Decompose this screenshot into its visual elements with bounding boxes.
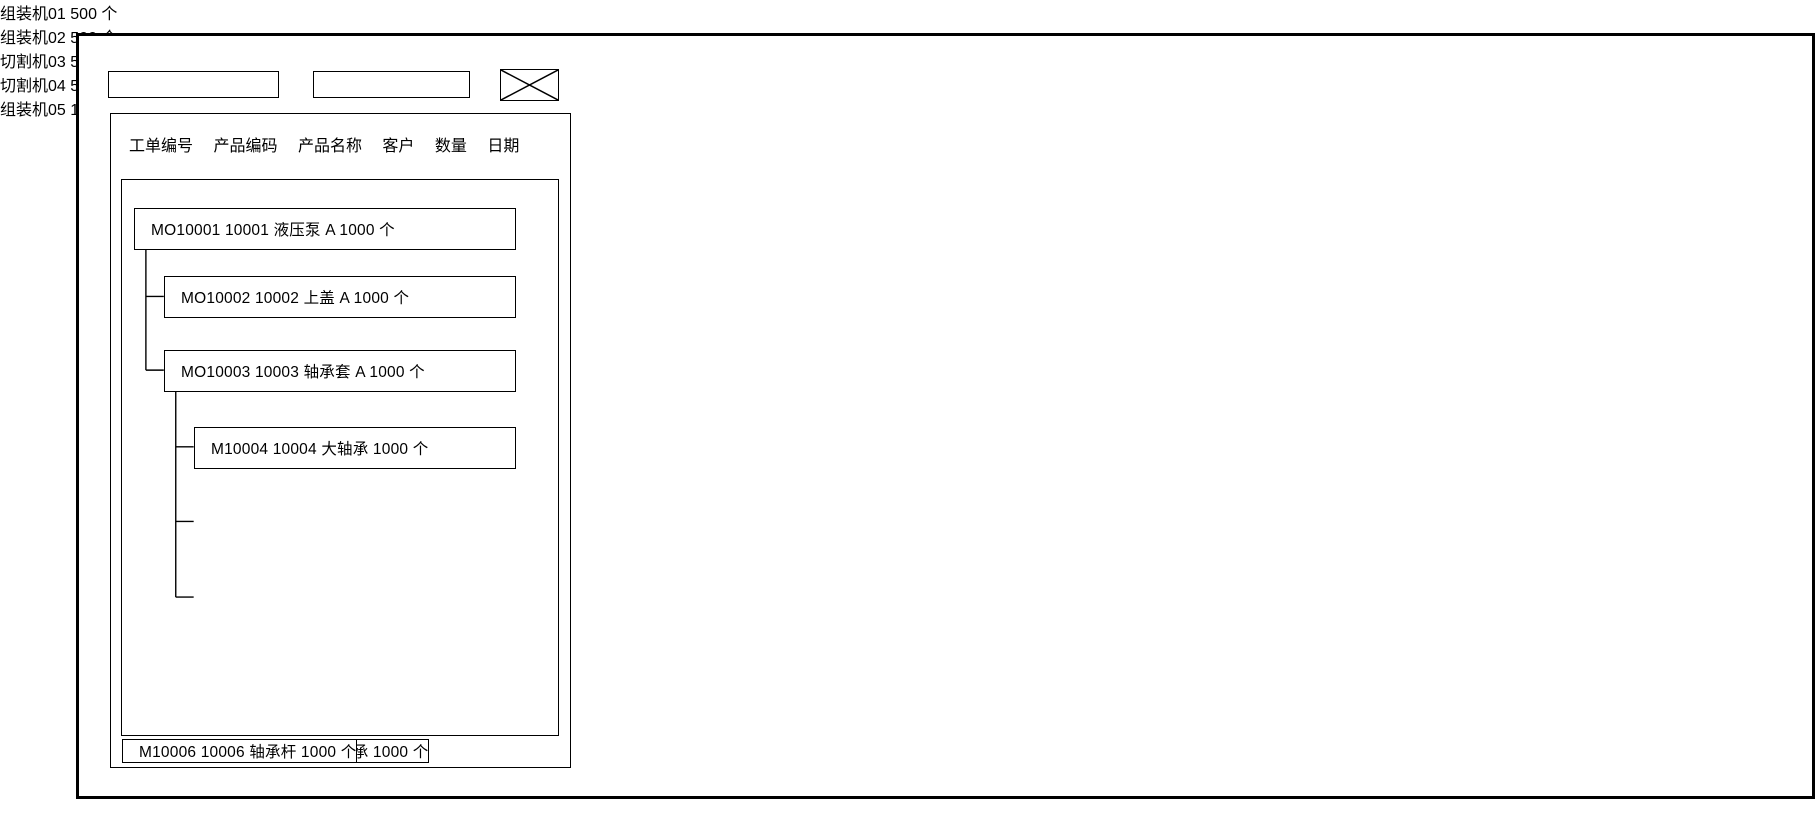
machine-name: 组装机02 <box>0 30 66 47</box>
machine-name: 切割机03 <box>0 54 66 71</box>
tree-node-label: M10004 10004 大轴承 1000 个 <box>211 441 429 458</box>
column-header-order-no: 工单编号 <box>129 138 194 155</box>
tree-node-label: M10006 10006 轴承杆 1000 个 <box>139 744 357 762</box>
column-header-product-code: 产品编码 <box>213 138 278 155</box>
machine-quantity: 500 <box>70 6 97 23</box>
work-order-list-panel: 工单编号 产品编码 产品名称 客户 数量 日期 MO10001 10001 液压… <box>110 113 571 768</box>
tree-node-mo10001[interactable]: MO10001 10001 液压泵 A 1000 个 <box>134 208 516 250</box>
tree-node-m10004[interactable]: M10004 10004 大轴承 1000 个 <box>194 427 516 469</box>
tree-connector-lines <box>145 249 194 598</box>
crossed-box-icon[interactable] <box>500 69 559 101</box>
tree-node-label: MO10003 10003 轴承套 A 1000 个 <box>181 364 425 381</box>
work-order-column-headers: 工单编号 产品编码 产品名称 客户 数量 日期 <box>111 132 570 156</box>
tree-node-mo10003[interactable]: MO10003 10003 轴承套 A 1000 个 <box>164 350 516 392</box>
column-header-quantity: 数量 <box>434 138 467 155</box>
tree-node-mo10002[interactable]: MO10002 10002 上盖 A 1000 个 <box>164 276 516 318</box>
tree-node-label: MO10002 10002 上盖 A 1000 个 <box>181 290 410 307</box>
tree-node-label: MO10001 10001 液压泵 A 1000 个 <box>151 222 395 239</box>
toolbar-input-field-1[interactable] <box>108 71 279 98</box>
column-header-customer: 客户 <box>382 138 415 155</box>
machine-name: 切割机04 <box>0 78 66 95</box>
column-header-date: 日期 <box>487 138 520 155</box>
machine-name: 组装机05 <box>0 102 66 119</box>
toolbar-input-field-2[interactable] <box>313 71 470 98</box>
machine-unit: 个 <box>101 6 118 23</box>
machine-box-1[interactable]: 组装机01 500 个 <box>0 0 1819 24</box>
machine-name: 组装机01 <box>0 6 66 23</box>
column-header-product-name: 产品名称 <box>297 138 362 155</box>
work-order-tree-area: MO10001 10001 液压泵 A 1000 个 MO10002 10002… <box>121 179 559 764</box>
tree-node-m10006[interactable]: M10006 10006 轴承杆 1000 个 <box>122 739 358 764</box>
